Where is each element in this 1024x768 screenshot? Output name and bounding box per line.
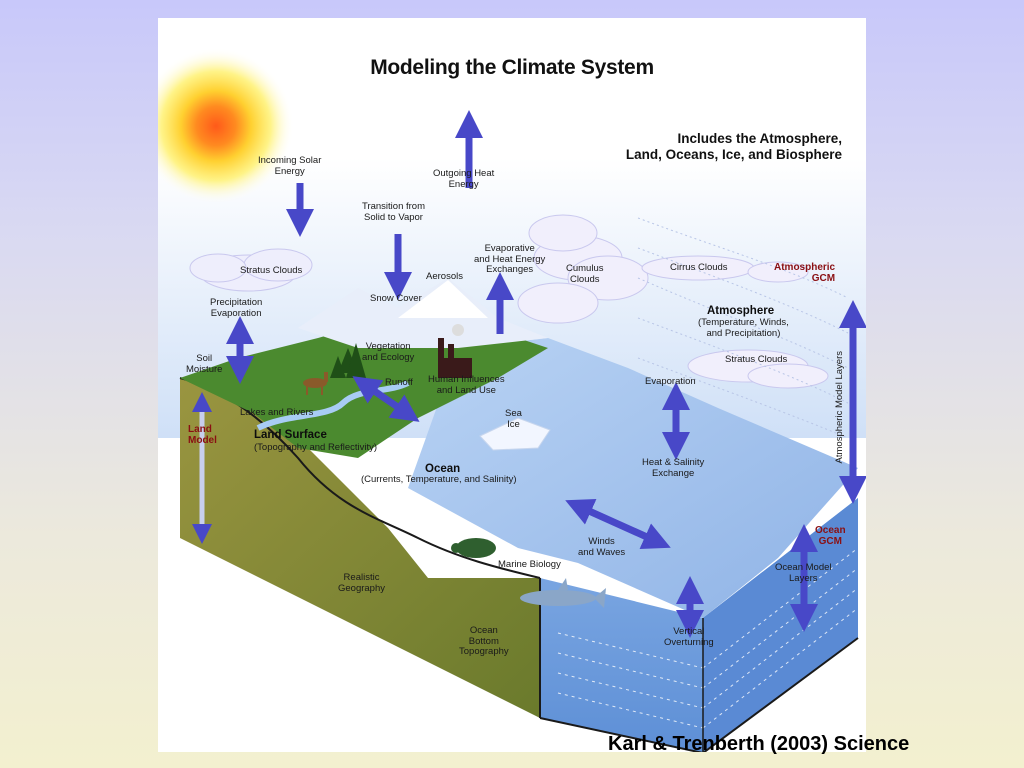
label-transition: Transition from Solid to Vapor: [362, 201, 425, 223]
label-realistic-geography: Realistic Geography: [338, 572, 386, 594]
diagram-subtitle: Includes the Atmosphere, Land, Oceans, I…: [625, 131, 842, 162]
label-atmosphere: Atmosphere: [707, 305, 775, 317]
label-marine-biology: Marine Biology: [498, 559, 561, 570]
diagram-panel: Modeling the Climate System Includes the…: [158, 18, 866, 752]
climate-system-illustration: [158, 48, 866, 752]
label-cumulus-clouds: Cumulus Clouds: [566, 263, 604, 285]
label-soil-moisture: Soil Moisture: [186, 353, 223, 375]
cirrus-clouds: [641, 255, 809, 283]
label-snow-cover: Snow Cover: [370, 293, 422, 304]
sea-ice: [479, 417, 551, 451]
trees: [330, 343, 366, 378]
label-incoming-solar: Incoming Solar Energy: [258, 155, 322, 177]
label-winds-waves: Winds and Waves: [578, 536, 626, 558]
label-human-influences: Human Influences and Land Use: [428, 374, 505, 396]
label-outgoing-heat: Outgoing Heat Energy: [433, 168, 495, 190]
label-runoff: Runoff: [385, 377, 413, 388]
label-vertical-overturning: Vertical Overturning: [664, 626, 714, 648]
label-sea-ice: Sea Ice: [505, 408, 522, 430]
ocean-surface: [408, 338, 858, 618]
label-ocean-gcm: Ocean GCM: [815, 525, 846, 547]
label-ocean-model-layers: Ocean Model Layers: [775, 562, 832, 584]
snow-peak: [398, 280, 488, 318]
label-land-model: Land Model: [188, 424, 217, 446]
label-stratus-clouds-left: Stratus Clouds: [240, 265, 303, 276]
label-ocean-bottom-topography: Ocean Bottom Topography: [459, 625, 509, 657]
citation: Karl & Trenberth (2003) Science: [608, 733, 910, 755]
turtle-icon: [451, 538, 496, 558]
label-atmospheric-gcm: Atmospheric GCM: [774, 262, 836, 284]
label-evaporation: Evaporation: [645, 376, 696, 387]
label-land-surface-sub: (Topography and Reflectivity): [254, 442, 378, 453]
stratus-clouds-left: [189, 248, 313, 292]
label-precipitation-evaporation: Precipitation Evaporation: [210, 297, 263, 319]
cumulus-clouds: [517, 214, 649, 324]
energy-arrows: [192, 110, 866, 638]
label-atmosphere-sub: (Temperature, Winds, and Precipitation): [698, 317, 789, 339]
label-aerosols: Aerosols: [426, 271, 463, 282]
label-atmospheric-model-layers: Atmospheric Model Layers: [833, 351, 845, 464]
winds-waves-arrow: [565, 498, 671, 550]
ocean-right-face: [703, 498, 858, 752]
land-cross-section: [180, 378, 540, 718]
label-evaporative-exchanges: Evaporative and Heat Energy Exchanges: [474, 243, 546, 275]
label-land-surface: Land Surface: [254, 429, 327, 441]
sun-icon: [158, 48, 294, 204]
atmosphere-layers: [637, 217, 849, 439]
ocean-model-layers: [557, 547, 859, 729]
label-heat-salinity: Heat & Salinity Exchange: [642, 457, 705, 479]
label-lakes-rivers: Lakes and Rivers: [240, 407, 314, 418]
label-stratus-clouds-right: Stratus Clouds: [725, 354, 788, 365]
cube-edge: [702, 637, 859, 752]
diagram-title: Modeling the Climate System: [370, 56, 654, 79]
label-ocean-sub: (Currents, Temperature, and Salinity): [361, 474, 517, 485]
label-vegetation: Vegetation and Ecology: [362, 341, 415, 363]
cube-edge: [539, 717, 704, 752]
runoff-arrow: [352, 376, 420, 422]
deer-icon: [303, 372, 328, 395]
label-cirrus-clouds: Cirrus Clouds: [670, 262, 728, 273]
factory-icon: [438, 324, 472, 378]
shark-icon: [520, 578, 606, 608]
label-ocean: Ocean: [425, 463, 461, 475]
